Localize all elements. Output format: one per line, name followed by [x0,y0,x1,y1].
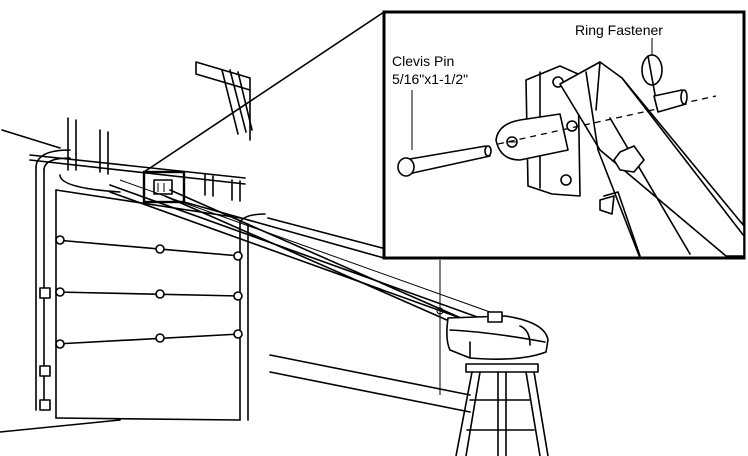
ceiling-hanger-bracket [195,61,253,141]
clevis-pin [397,145,492,177]
clevis-pin-label: Clevis Pin [392,53,454,69]
detail-callout: Ring Fastener Clevis Pin 5/16"x1-1/2" [382,10,746,260]
clevis-pin-size-label: 5/16"x1-1/2" [392,71,468,87]
header-framing [29,117,246,202]
door-bracket [495,65,581,197]
step-ladder [455,363,549,456]
callout-leader-lines [143,11,385,259]
garage-door [35,149,266,421]
insertion-axis-dashed [497,95,717,145]
opener-motor-unit [446,311,549,360]
door-arm [559,61,745,259]
garage-room [0,129,471,433]
ring-fastener [641,54,688,113]
detail-highlight-box [142,170,186,204]
opener-rail [109,179,491,329]
ring-fastener-label: Ring Fastener [575,22,663,38]
door-bracket-small [153,179,173,195]
